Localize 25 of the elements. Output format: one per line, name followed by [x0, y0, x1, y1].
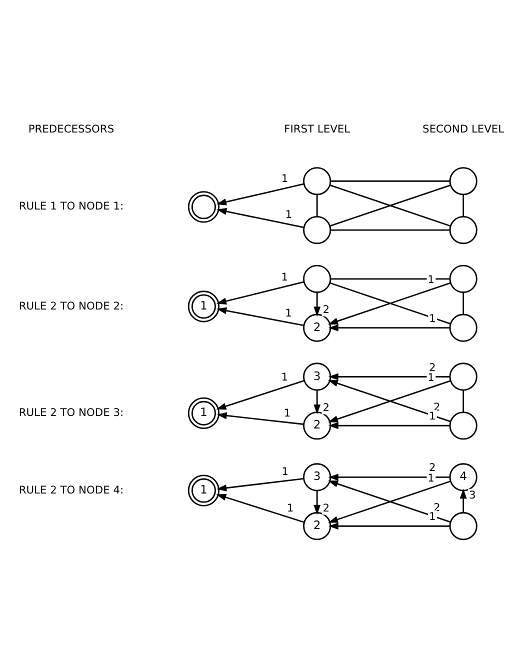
label: RULE 2 TO NODE 3:: [18, 405, 124, 418]
edge-label: 1: [284, 406, 291, 419]
label: RULE 1 TO NODE 1:: [18, 199, 124, 212]
edge-label: 1: [428, 510, 436, 523]
edge-label: 1: [285, 306, 292, 319]
edge-label: 1: [281, 270, 288, 283]
edge-label: 1: [285, 208, 292, 221]
edge-label: 2: [322, 500, 330, 514]
edge-label: 1: [282, 464, 289, 478]
edge-label: 1: [428, 409, 436, 422]
edge-label: 1: [281, 370, 288, 384]
edge-label: 1: [286, 500, 294, 514]
label: RULE 2 TO NODE 2:: [18, 298, 124, 312]
edge-label: 3: [468, 488, 476, 502]
label: PREDECESSORS: [28, 122, 114, 135]
edge-label: 1: [281, 172, 288, 185]
edge-label: 1: [428, 311, 436, 324]
edge-label: 1: [428, 272, 434, 286]
label: SECOND LEVEL: [422, 122, 504, 135]
label: RULE 2 TO NODE 4:: [18, 482, 124, 496]
edge-label: 2: [322, 302, 330, 316]
edge-label: 2: [322, 400, 330, 414]
label: FIRST LEVEL: [284, 122, 350, 135]
edge-label: 1: [428, 470, 434, 484]
edge-label: 1: [428, 370, 434, 384]
